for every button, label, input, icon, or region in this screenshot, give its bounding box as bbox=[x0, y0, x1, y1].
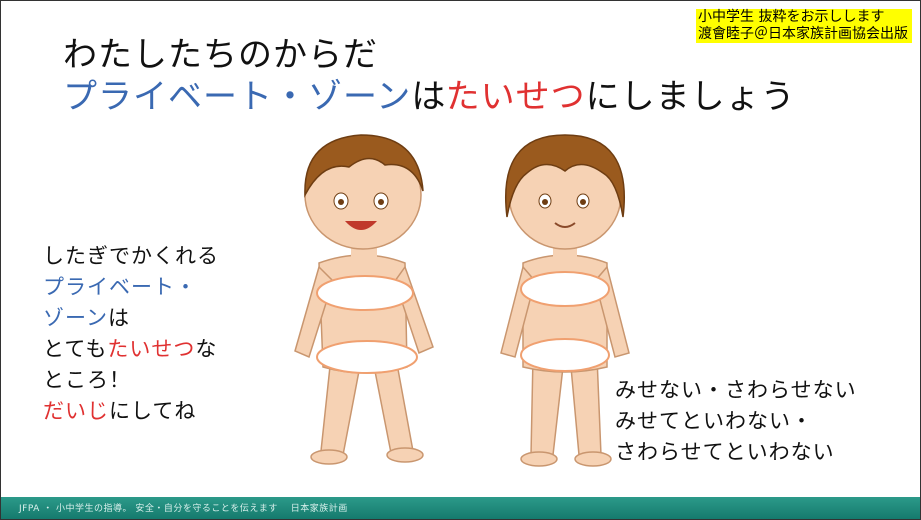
left-daiji: だいじ bbox=[43, 399, 109, 423]
left-line-6: だいじにしてね bbox=[43, 396, 219, 427]
left-particle: は bbox=[107, 306, 130, 330]
left-na: な bbox=[195, 337, 218, 361]
right-message: みせない・さわらせない みせてといわない・ さわらせてといわない bbox=[615, 375, 857, 468]
footer-bar: JFPA ・ 小中学生の指導。 安全・自分を守ることを伝えます 日本家族計画 bbox=[1, 497, 920, 519]
boy-illustration bbox=[294, 134, 434, 465]
left-very: とても bbox=[43, 337, 108, 361]
title-line-1: わたしたちのからだ bbox=[63, 35, 378, 75]
left-private: プライベート・ bbox=[43, 275, 197, 299]
title-end: にしましょう bbox=[585, 77, 796, 117]
title-line-2: プライベート・ゾーンはたいせつにしましょう bbox=[63, 69, 796, 118]
left-important: たいせつ bbox=[107, 337, 196, 361]
left-line-1: したぎでかくれる bbox=[43, 244, 219, 268]
left-line-2: プライベート・ bbox=[43, 272, 219, 303]
left-line-5: ところ！ bbox=[43, 368, 131, 392]
footer-text: JFPA ・ 小中学生の指導。 安全・自分を守ることを伝えます 日本家族計画 bbox=[19, 504, 348, 514]
credit-line-2: 渡會睦子＠日本家族計画協会出版 bbox=[698, 26, 908, 42]
left-end: にしてね bbox=[109, 399, 197, 423]
right-line-1: みせない・さわらせない bbox=[615, 378, 857, 402]
left-message: したぎでかくれる プライベート・ ゾーンは とてもたいせつな ところ！ だいじに… bbox=[43, 241, 219, 427]
left-line-4: とてもたいせつな bbox=[43, 334, 219, 365]
left-line-3: ゾーンは bbox=[43, 303, 219, 334]
title-private-zone: プライベート・ゾーン bbox=[63, 77, 412, 117]
left-zone: ゾーン bbox=[43, 306, 108, 330]
title-important: たいせつ bbox=[445, 77, 586, 117]
right-line-2: みせてといわない・ bbox=[615, 409, 813, 433]
credit-line-1: 小中学生 抜粋をお示しします bbox=[698, 9, 885, 25]
girl-illustration bbox=[500, 134, 630, 467]
title-particle: は bbox=[411, 77, 446, 117]
credit-note: 小中学生 抜粋をお示しします 渡會睦子＠日本家族計画協会出版 bbox=[696, 9, 912, 43]
right-line-3: さわらせてといわない bbox=[615, 440, 835, 464]
